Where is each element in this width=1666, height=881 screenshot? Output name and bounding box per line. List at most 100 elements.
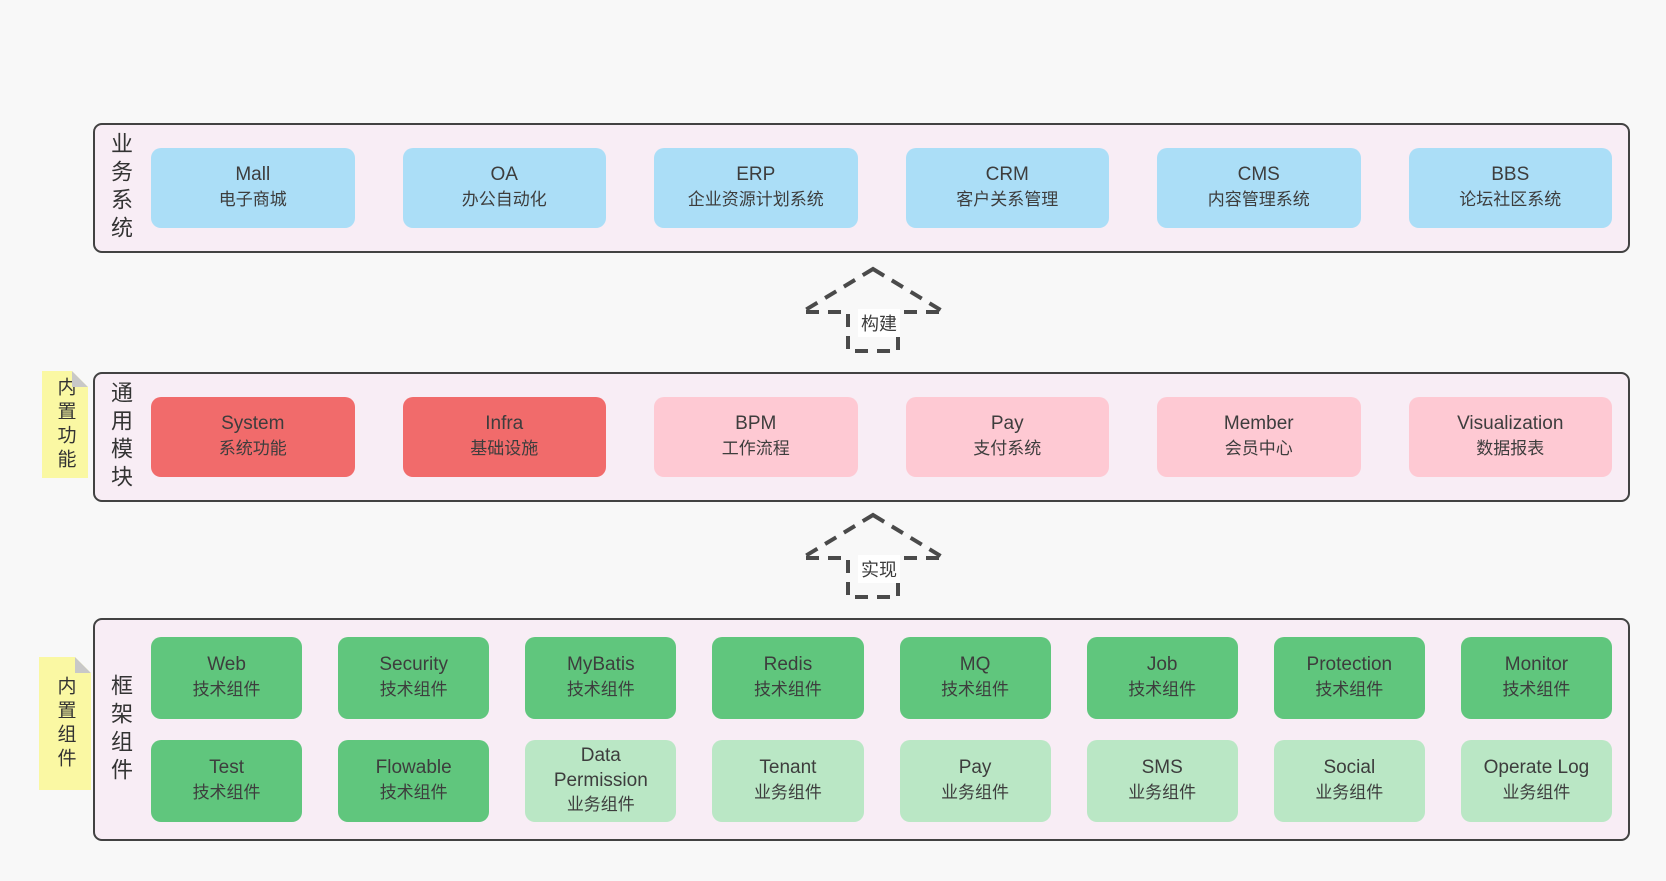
box-name: Monitor xyxy=(1504,654,1569,676)
box-crm: CRM 客户关系管理 xyxy=(905,148,1109,228)
box-desc: 内容管理系统 xyxy=(1207,190,1310,210)
box-name: Protection xyxy=(1306,654,1393,676)
box-desc: 技术组件 xyxy=(1502,680,1571,700)
box-name: Visualization xyxy=(1457,413,1564,435)
box-desc: 业务组件 xyxy=(753,783,822,803)
box-tenant: Tenant 业务组件 xyxy=(712,740,864,822)
box-member: Member 会员中心 xyxy=(1157,397,1361,477)
box-desc: 技术组件 xyxy=(941,680,1010,700)
arrow-build-label: 构建 xyxy=(858,309,900,338)
box-desc: 办公自动化 xyxy=(461,190,547,210)
box-name: SMS xyxy=(1141,757,1183,779)
box-name: BPM xyxy=(735,413,777,435)
box-name: Data Permission xyxy=(553,744,648,791)
box-social: Social 业务组件 xyxy=(1273,740,1425,822)
box-name: MQ xyxy=(959,654,991,676)
box-monitor: Monitor 技术组件 xyxy=(1460,637,1612,719)
box-cms: CMS 内容管理系统 xyxy=(1157,148,1361,228)
arrow-up-implement: 实现 xyxy=(798,512,948,600)
box-mybatis: MyBatis 技术组件 xyxy=(525,637,677,719)
box-mall: Mall 电子商城 xyxy=(151,148,355,228)
arrow-up-build: 构建 xyxy=(798,266,948,354)
box-flowable: Flowable 技术组件 xyxy=(338,740,490,822)
box-desc: 会员中心 xyxy=(1224,439,1293,459)
sticky-note-built-in-components: 内置组件 xyxy=(39,657,91,790)
box-pay-component: Pay 业务组件 xyxy=(899,740,1051,822)
box-job: Job 技术组件 xyxy=(1086,637,1238,719)
box-visualization: Visualization 数据报表 xyxy=(1408,397,1612,477)
box-desc: 技术组件 xyxy=(566,680,635,700)
box-desc: 论坛社区系统 xyxy=(1459,190,1562,210)
box-data-permission: Data Permission 业务组件 xyxy=(525,740,677,822)
box-bpm: BPM 工作流程 xyxy=(654,397,858,477)
arrow-implement-label: 实现 xyxy=(858,555,900,584)
box-web: Web 技术组件 xyxy=(151,637,303,719)
box-desc: 数据报表 xyxy=(1476,439,1545,459)
box-oa: OA 办公自动化 xyxy=(402,148,606,228)
box-desc: 技术组件 xyxy=(1128,680,1197,700)
band-business-systems: 业务系统 Mall 电子商城 OA 办公自动化 ERP 企业资源计划系统 CRM… xyxy=(93,123,1630,253)
folded-corner-icon xyxy=(72,371,88,387)
box-name: Security xyxy=(379,654,448,676)
band-label-framework: 框架组件 xyxy=(108,673,133,786)
sticky-note-built-in-features: 内置功能 xyxy=(42,371,88,478)
box-name: MyBatis xyxy=(567,654,635,676)
box-name: Tenant xyxy=(759,757,817,779)
box-protection: Protection 技术组件 xyxy=(1273,637,1425,719)
box-name: Pay xyxy=(990,413,1024,435)
box-pay: Pay 支付系统 xyxy=(905,397,1109,477)
box-mq: MQ 技术组件 xyxy=(899,637,1051,719)
box-name: Social xyxy=(1323,757,1376,779)
box-desc: 客户关系管理 xyxy=(956,190,1059,210)
folded-corner-icon xyxy=(75,657,91,673)
box-desc: 技术组件 xyxy=(1315,680,1384,700)
box-desc: 业务组件 xyxy=(1502,783,1571,803)
framework-row-2: Test 技术组件 Flowable 技术组件 Data Permission … xyxy=(151,740,1612,822)
band-framework-components: 框架组件 Web 技术组件 Security 技术组件 MyBatis 技术组件… xyxy=(93,618,1630,841)
box-redis: Redis 技术组件 xyxy=(712,637,864,719)
box-desc: 技术组件 xyxy=(192,783,261,803)
box-desc: 业务组件 xyxy=(1315,783,1384,803)
box-erp: ERP 企业资源计划系统 xyxy=(654,148,858,228)
box-name: OA xyxy=(490,164,518,186)
box-bbs: BBS 论坛社区系统 xyxy=(1408,148,1612,228)
box-name: CMS xyxy=(1237,164,1280,186)
box-security: Security 技术组件 xyxy=(338,637,490,719)
module-boxes: System 系统功能 Infra 基础设施 BPM 工作流程 Pay 支付系统… xyxy=(151,397,1612,477)
box-name: Mall xyxy=(235,164,271,186)
box-operate-log: Operate Log 业务组件 xyxy=(1460,740,1612,822)
box-name: Test xyxy=(209,757,244,779)
box-desc: 业务组件 xyxy=(1128,783,1197,803)
band-label-business: 业务系统 xyxy=(108,132,133,244)
box-desc: 企业资源计划系统 xyxy=(687,190,824,210)
band-common-modules: 通用模块 System 系统功能 Infra 基础设施 BPM 工作流程 Pay… xyxy=(93,372,1630,502)
framework-row-1: Web 技术组件 Security 技术组件 MyBatis 技术组件 Redi… xyxy=(151,637,1612,719)
box-desc: 技术组件 xyxy=(379,680,448,700)
box-desc: 电子商城 xyxy=(218,190,287,210)
box-sms: SMS 业务组件 xyxy=(1086,740,1238,822)
box-name: Operate Log xyxy=(1483,757,1590,779)
sticky-label: 内置组件 xyxy=(54,675,76,772)
box-infra: Infra 基础设施 xyxy=(402,397,606,477)
framework-rows: Web 技术组件 Security 技术组件 MyBatis 技术组件 Redi… xyxy=(151,637,1612,822)
box-desc: 技术组件 xyxy=(753,680,822,700)
box-desc: 系统功能 xyxy=(218,439,287,459)
box-name: Member xyxy=(1223,413,1294,435)
box-desc: 技术组件 xyxy=(379,783,448,803)
box-name: Redis xyxy=(763,654,813,676)
box-test: Test 技术组件 xyxy=(151,740,303,822)
box-name: System xyxy=(221,413,285,435)
box-name: Infra xyxy=(485,413,524,435)
box-name: Job xyxy=(1146,654,1178,676)
box-name: Flowable xyxy=(375,757,452,779)
box-desc: 技术组件 xyxy=(192,680,261,700)
box-desc: 工作流程 xyxy=(721,439,790,459)
business-boxes: Mall 电子商城 OA 办公自动化 ERP 企业资源计划系统 CRM 客户关系… xyxy=(151,148,1612,228)
box-desc: 支付系统 xyxy=(973,439,1042,459)
box-name: Web xyxy=(207,654,246,676)
box-name: BBS xyxy=(1491,164,1530,186)
box-name: ERP xyxy=(736,164,776,186)
box-desc: 业务组件 xyxy=(941,783,1010,803)
box-desc: 基础设施 xyxy=(470,439,539,459)
